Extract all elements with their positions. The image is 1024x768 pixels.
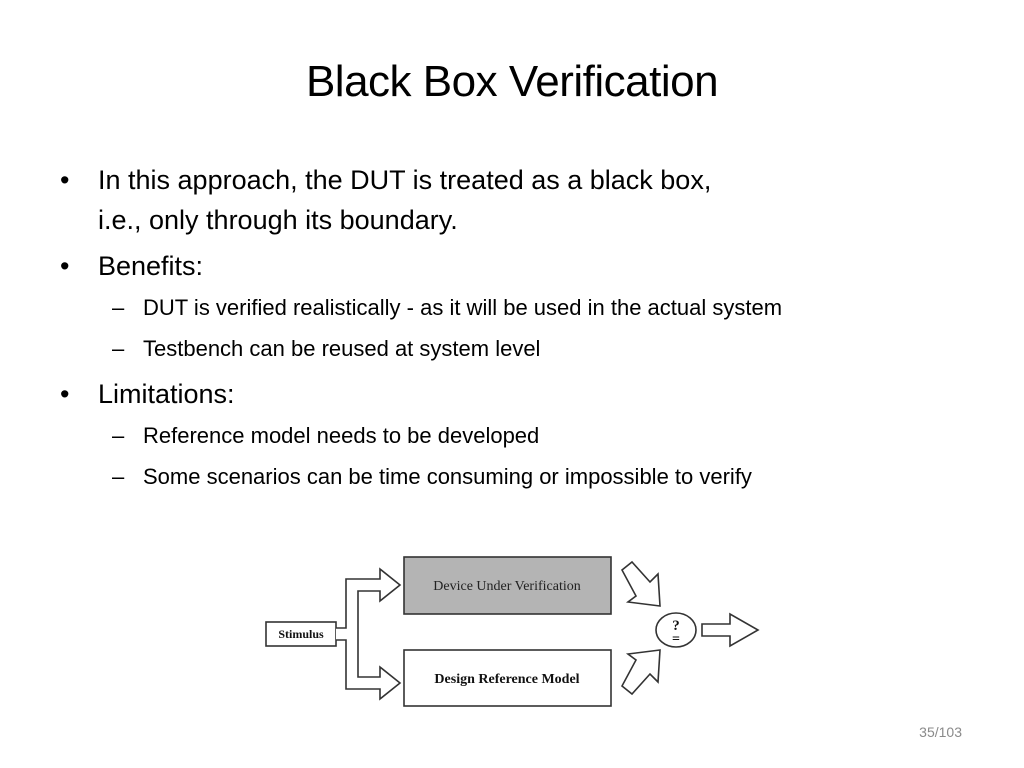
diagonal-arrow-up-icon <box>620 649 661 696</box>
comparator-circle <box>655 612 697 648</box>
bullet-item: • Benefits: <box>60 246 980 286</box>
duv-label: Device Under Verification <box>433 579 580 594</box>
stimulus-box <box>265 621 337 647</box>
sub-bullet-item: – Reference model needs to be developed <box>60 420 980 452</box>
duv-box <box>403 556 612 615</box>
bullet-dot-icon: • <box>60 165 70 195</box>
bullet-text: Limitations: <box>98 379 235 409</box>
bullet-item: • Limitations: <box>60 374 980 414</box>
sub-bullet-text: DUT is verified realistically - as it wi… <box>143 295 783 320</box>
bullet-text: In this approach, the DUT is treated as … <box>98 165 712 195</box>
dash-icon: – <box>112 464 125 489</box>
output-arrow-icon <box>701 612 760 648</box>
dash-icon: – <box>112 336 125 361</box>
verification-diagram: Stimulus Device Under Verification Desig… <box>265 556 760 707</box>
comparator-question-label: ? <box>672 618 680 634</box>
sub-bullet-item: – Some scenarios can be time consuming o… <box>60 461 980 493</box>
slide-title: Black Box Verification <box>305 57 719 106</box>
reference-model-box <box>403 649 612 707</box>
bullet-dot-icon: • <box>60 251 70 281</box>
sub-bullet-item: – DUT is verified realistically - as it … <box>60 292 980 324</box>
page-number: 35/103 <box>919 724 962 740</box>
sub-bullet-text: Testbench can be reused at system level <box>143 336 541 361</box>
dash-icon: – <box>112 423 125 448</box>
dash-icon: – <box>112 295 125 320</box>
bullet-text: Benefits: <box>98 251 204 281</box>
comparator-equals-label: = <box>672 632 680 647</box>
bullet-item: • In this approach, the DUT is treated a… <box>60 160 980 240</box>
reference-model-label: Design Reference Model <box>434 672 579 687</box>
diagonal-arrow-down-icon <box>620 560 661 607</box>
bullet-list: • In this approach, the DUT is treated a… <box>60 160 980 502</box>
sub-bullet-text: Reference model needs to be developed <box>143 423 540 448</box>
sub-bullet-text: Some scenarios can be time consuming or … <box>143 464 752 489</box>
bullet-text: i.e., only through its boundary. <box>98 205 458 235</box>
sub-bullet-item: – Testbench can be reused at system leve… <box>60 333 980 365</box>
stimulus-label: Stimulus <box>278 627 324 641</box>
split-arrow-icon <box>336 567 402 701</box>
bullet-dot-icon: • <box>60 379 70 409</box>
